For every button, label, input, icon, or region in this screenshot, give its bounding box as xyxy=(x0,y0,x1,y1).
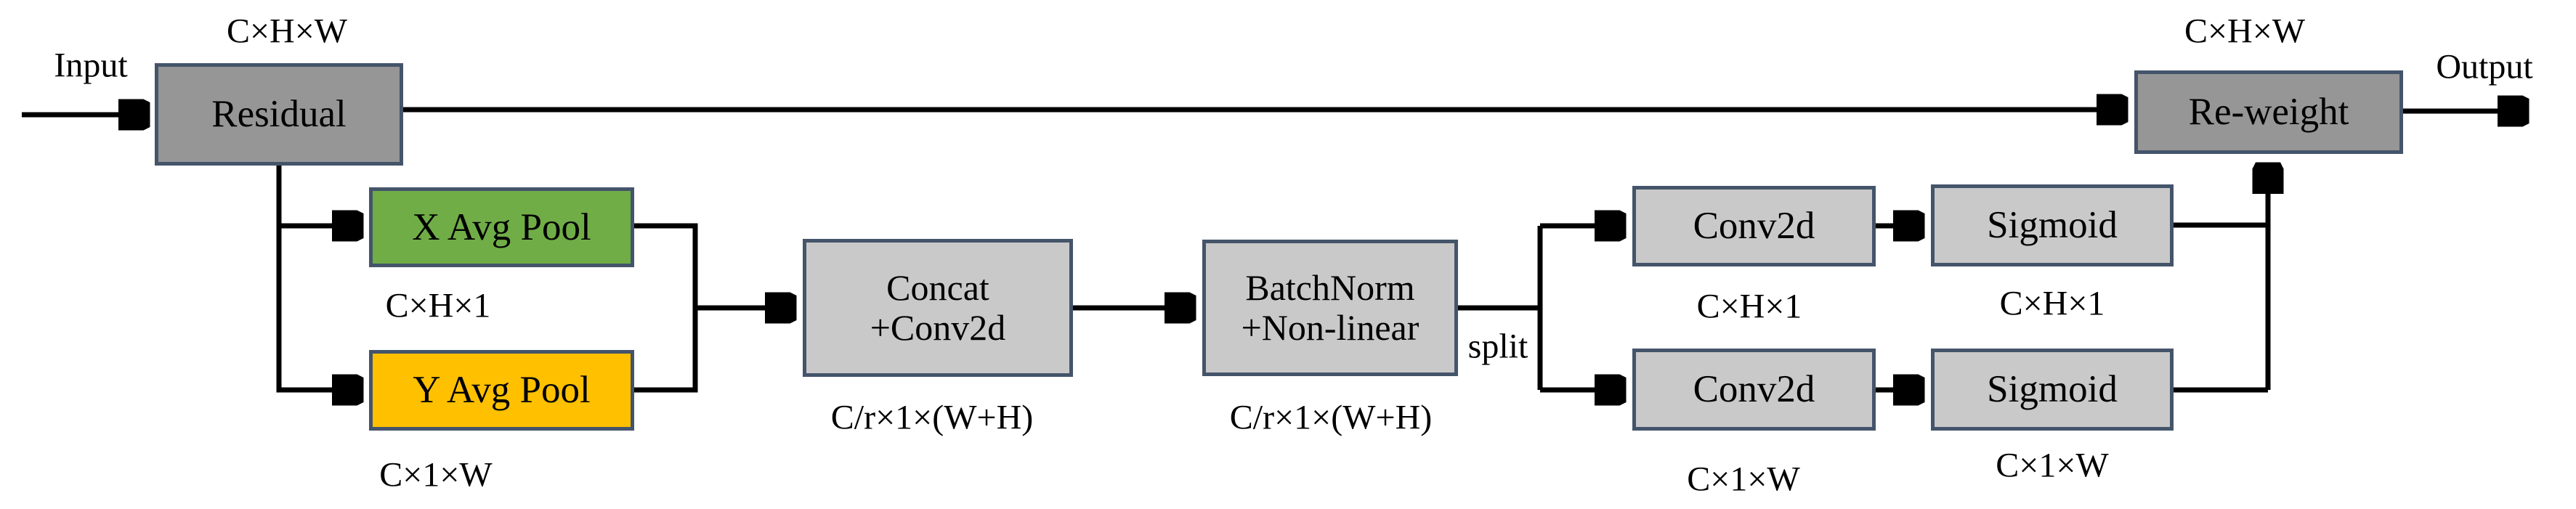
pool-merge-lines xyxy=(634,223,698,393)
conv2d-bottom-box: Conv2d xyxy=(1632,349,1876,431)
split-label: split xyxy=(1467,327,1528,366)
concat-output-dims: C/r×1×(W+H) xyxy=(830,398,1034,437)
x-avg-pool-box: X Avg Pool xyxy=(369,187,634,267)
batchnorm-output-dims: C/r×1×(W+H) xyxy=(1229,398,1433,437)
x-pool-output-dims: C×H×1 xyxy=(385,286,491,325)
sigmoid-bottom-label: Sigmoid xyxy=(1987,368,2118,411)
conv-bottom-output-dims: C×1×W xyxy=(1687,460,1800,499)
reweight-box: Re-weight xyxy=(2134,70,2403,154)
sigmoid-top-box: Sigmoid xyxy=(1931,184,2174,266)
sigmoid-top-label: Sigmoid xyxy=(1987,204,2118,247)
x-avg-pool-label: X Avg Pool xyxy=(412,205,591,248)
conv-top-output-dims: C×H×1 xyxy=(1696,287,1802,326)
output-label: Output xyxy=(2436,47,2533,86)
reweight-label: Re-weight xyxy=(2188,91,2349,134)
residual-box: Residual xyxy=(155,63,403,166)
conv2d-bottom-label: Conv2d xyxy=(1693,368,1815,411)
conv2d-top-label: Conv2d xyxy=(1693,205,1815,248)
batchnorm-to-split-lines xyxy=(1458,226,1543,390)
residual-drop-line xyxy=(276,166,359,390)
batchnorm-label-line2: +Non-linear xyxy=(1241,307,1419,348)
y-avg-pool-label: Y Avg Pool xyxy=(413,369,591,412)
input-label: Input xyxy=(54,46,128,85)
sigmoid-bottom-output-dims: C×1×W xyxy=(1996,446,2109,485)
output-tensor-dims: C×H×W xyxy=(2184,12,2306,51)
conv2d-top-box: Conv2d xyxy=(1632,186,1876,266)
concat-conv2d-box: Concat +Conv2d xyxy=(803,239,1073,377)
residual-label: Residual xyxy=(211,93,347,136)
y-avg-pool-box: Y Avg Pool xyxy=(369,350,634,431)
sigmoid-merge-lines xyxy=(2174,222,2268,393)
input-tensor-dims: C×H×W xyxy=(226,12,348,51)
y-pool-output-dims: C×1×W xyxy=(379,455,493,494)
concat-conv2d-label-line2: +Conv2d xyxy=(870,307,1006,348)
batchnorm-nonlinear-box: BatchNorm +Non-linear xyxy=(1202,240,1458,376)
batchnorm-label-line1: BatchNorm xyxy=(1245,267,1415,308)
concat-conv2d-label-line1: Concat xyxy=(886,267,989,308)
sigmoid-bottom-box: Sigmoid xyxy=(1931,349,2174,431)
sigmoid-top-output-dims: C×H×1 xyxy=(1999,284,2105,323)
